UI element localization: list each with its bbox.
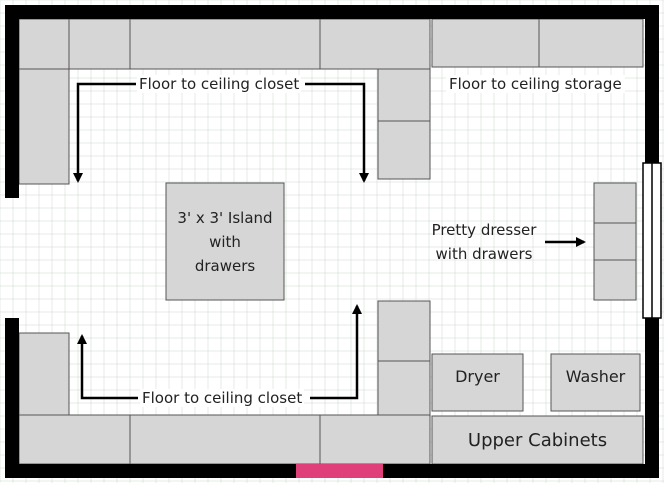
top-left-cabinet-top <box>68 18 131 70</box>
top-right-arrow <box>305 82 369 183</box>
bottom-right-closet-lower <box>377 360 431 416</box>
bottom-right-arrow <box>310 304 362 400</box>
wall-right-lower <box>645 318 659 478</box>
dresser-top-drawer <box>593 182 637 224</box>
bottom-right-closet-corner <box>319 414 431 465</box>
island-box <box>165 182 285 301</box>
island-label-line-1: 3' x 3' Island <box>177 209 273 227</box>
dresser-middle-drawer <box>593 222 637 261</box>
bottom-right-closet-upper <box>377 300 431 362</box>
bottom-left-cabinet-vertical <box>18 332 70 416</box>
storage-right-panel <box>538 18 644 68</box>
dresser-label-line-1: Pretty dresser <box>431 221 537 239</box>
wall-top <box>5 5 659 19</box>
bottom-closet-label: Floor to ceiling closet <box>140 389 305 407</box>
bottom-cabinet-middle <box>129 414 321 465</box>
dresser-bottom-drawer <box>593 259 637 301</box>
top-right-closet-corner <box>319 18 431 70</box>
dresser-label: Pretty dresser with drawers <box>416 218 552 266</box>
storage-left-panel <box>431 18 540 68</box>
top-closet-arrows <box>73 82 369 183</box>
washer-label: Washer <box>565 367 626 386</box>
dryer-label: Dryer <box>455 367 500 386</box>
dresser-label-line-2: with drawers <box>435 245 533 263</box>
island-label: 3' x 3' Island with drawers <box>166 206 284 278</box>
top-left-arrow <box>73 82 136 183</box>
wall-left-lower <box>5 318 19 478</box>
wall-left-upper <box>5 5 19 198</box>
bottom-left-arrow <box>77 334 138 400</box>
top-left-cabinet-vertical <box>18 68 70 185</box>
bottom-left-cabinet-corner <box>18 414 131 465</box>
storage-label: Floor to ceiling storage <box>446 75 625 93</box>
washer-box <box>550 353 641 412</box>
dryer-box <box>431 353 524 412</box>
upper-cabinets-box <box>431 415 644 465</box>
wall-right-upper <box>645 5 659 163</box>
door-marker <box>296 464 383 478</box>
bottom-closet-arrows <box>77 304 362 400</box>
top-cabinet-middle <box>129 18 321 70</box>
upper-cabinets-label: Upper Cabinets <box>467 430 608 451</box>
top-closet-label: Floor to ceiling closet <box>137 75 302 93</box>
top-right-closet-vertical <box>377 68 431 122</box>
island-label-line-3: drawers <box>194 257 256 275</box>
top-right-closet-bottom <box>377 120 431 180</box>
island-label-line-2: with <box>209 233 241 251</box>
top-left-cabinet-corner <box>18 18 70 70</box>
